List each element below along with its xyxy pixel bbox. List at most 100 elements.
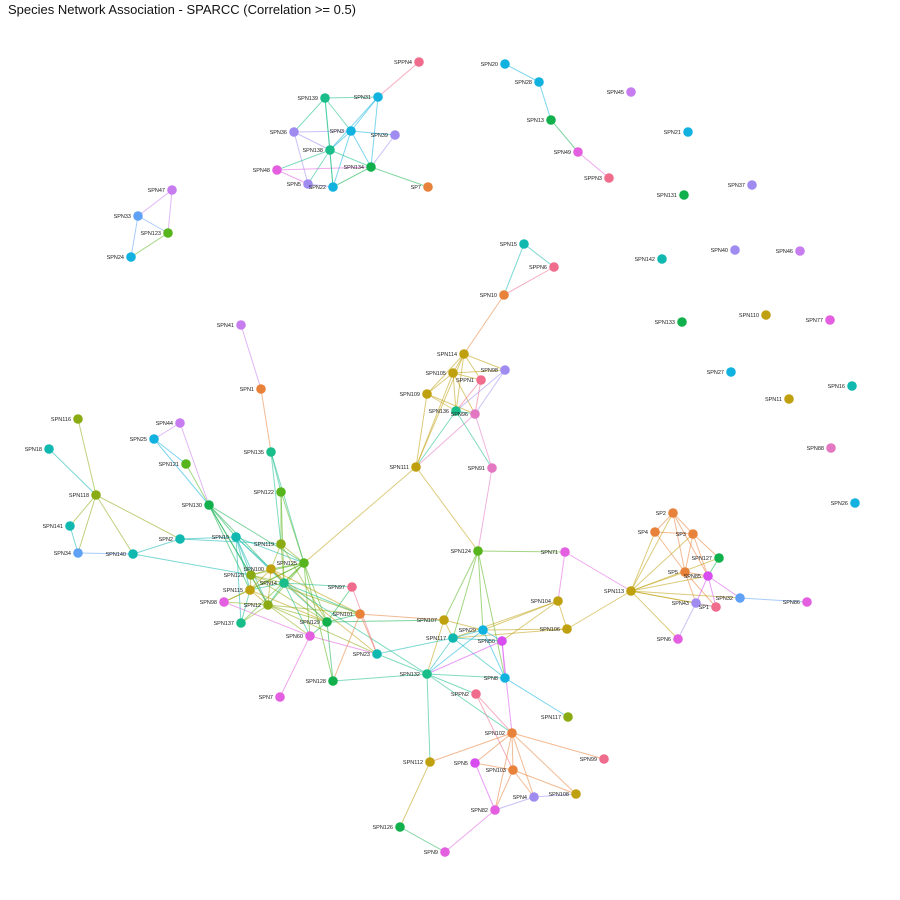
node-SPPN4[interactable] xyxy=(414,57,424,67)
node-SPN134[interactable] xyxy=(366,162,376,172)
node-SPN101[interactable] xyxy=(355,609,365,619)
node-SPN26[interactable] xyxy=(850,498,860,508)
node-SPN113[interactable] xyxy=(626,586,636,596)
node-SP2[interactable] xyxy=(668,508,678,518)
node-SPN77[interactable] xyxy=(825,315,835,325)
node-SP4[interactable] xyxy=(650,527,660,537)
node-SPPN6[interactable] xyxy=(549,262,559,272)
node-SPN41[interactable] xyxy=(236,320,246,330)
node-SPN71[interactable] xyxy=(560,547,570,557)
node-SPN25[interactable] xyxy=(149,434,159,444)
node-SPN122[interactable] xyxy=(276,487,286,497)
node-SPN123[interactable] xyxy=(163,228,173,238)
node-SPN137[interactable] xyxy=(236,618,246,628)
node-SPN5b[interactable] xyxy=(470,758,480,768)
node-SPN114[interactable] xyxy=(459,349,469,359)
node-SPN103[interactable] xyxy=(508,765,518,775)
node-SPN13[interactable] xyxy=(546,115,556,125)
node-SPN10[interactable] xyxy=(499,290,509,300)
node-SPN132[interactable] xyxy=(422,669,432,679)
node-SPN46[interactable] xyxy=(795,246,805,256)
node-SPN8[interactable] xyxy=(500,673,510,683)
node-SPN110[interactable] xyxy=(761,310,771,320)
node-SPN118[interactable] xyxy=(91,490,101,500)
node-SPN125[interactable] xyxy=(299,558,309,568)
node-SPN60[interactable] xyxy=(305,631,315,641)
node-SPN109[interactable] xyxy=(422,389,432,399)
node-SPN111[interactable] xyxy=(411,462,421,472)
node-SPN139[interactable] xyxy=(320,93,330,103)
node-SPN6[interactable] xyxy=(673,634,683,644)
node-SPN142[interactable] xyxy=(657,254,667,264)
node-SPN7[interactable] xyxy=(423,182,433,192)
node-SPN9[interactable] xyxy=(440,847,450,857)
node-SPN86[interactable] xyxy=(802,597,812,607)
node-SPN116[interactable] xyxy=(73,414,83,424)
node-SPN120[interactable] xyxy=(246,570,256,580)
node-SPN133[interactable] xyxy=(677,317,687,327)
node-SPN105[interactable] xyxy=(448,368,458,378)
node-SPN102[interactable] xyxy=(507,728,517,738)
node-SPN39[interactable] xyxy=(390,130,400,140)
node-SPN16[interactable] xyxy=(847,381,857,391)
node-SPN127[interactable] xyxy=(714,553,724,563)
node-SPN117[interactable] xyxy=(448,633,458,643)
node-SPN119[interactable] xyxy=(276,539,286,549)
node-SPN98b[interactable] xyxy=(219,597,229,607)
node-SPN43[interactable] xyxy=(691,598,701,608)
node-SPN20[interactable] xyxy=(500,59,510,69)
node-SPN91[interactable] xyxy=(487,463,497,473)
node-SPN130[interactable] xyxy=(204,500,214,510)
node-SPN22[interactable] xyxy=(328,182,338,192)
node-SPN135[interactable] xyxy=(266,447,276,457)
node-SPN138[interactable] xyxy=(325,145,335,155)
node-SPN82[interactable] xyxy=(490,805,500,815)
node-SPN50[interactable] xyxy=(497,636,507,646)
node-SP5[interactable] xyxy=(680,567,690,577)
node-SPN128[interactable] xyxy=(328,676,338,686)
node-SPN45[interactable] xyxy=(626,87,636,97)
node-SPN96[interactable] xyxy=(470,409,480,419)
node-SPPN3[interactable] xyxy=(604,173,614,183)
node-SPN129[interactable] xyxy=(322,617,332,627)
node-SPN32[interactable] xyxy=(735,593,745,603)
node-SPN141[interactable] xyxy=(65,521,75,531)
node-SPN112[interactable] xyxy=(425,757,435,767)
node-SPN115[interactable] xyxy=(245,585,255,595)
node-SPN100[interactable] xyxy=(266,564,276,574)
node-SPN136[interactable] xyxy=(451,406,461,416)
node-SPN124[interactable] xyxy=(473,546,483,556)
node-SPN15[interactable] xyxy=(519,239,529,249)
node-SPN23[interactable] xyxy=(372,649,382,659)
node-SPN131[interactable] xyxy=(679,190,689,200)
node-SPN3[interactable] xyxy=(346,126,356,136)
node-SPN36[interactable] xyxy=(289,127,299,137)
node-SPN24[interactable] xyxy=(126,252,136,262)
node-SPN99[interactable] xyxy=(599,754,609,764)
node-SPN126[interactable] xyxy=(395,822,405,832)
node-SPN11[interactable] xyxy=(784,394,794,404)
node-SPN29[interactable] xyxy=(478,625,488,635)
node-SPN4[interactable] xyxy=(529,792,539,802)
node-SPPN2[interactable] xyxy=(471,689,481,699)
node-SP3[interactable] xyxy=(688,529,698,539)
node-SPN85[interactable] xyxy=(703,571,713,581)
node-SPN34[interactable] xyxy=(73,548,83,558)
node-SPN28[interactable] xyxy=(534,77,544,87)
node-SPN31[interactable] xyxy=(373,92,383,102)
node-SPN7b[interactable] xyxy=(275,692,285,702)
node-SPN98[interactable] xyxy=(500,365,510,375)
node-SPN121[interactable] xyxy=(181,459,191,469)
node-SPN107[interactable] xyxy=(439,615,449,625)
node-SPN97[interactable] xyxy=(347,582,357,592)
node-SPN37[interactable] xyxy=(747,180,757,190)
node-SP1[interactable] xyxy=(711,602,721,612)
node-SPN47[interactable] xyxy=(167,185,177,195)
node-SPN44[interactable] xyxy=(175,418,185,428)
node-SPN108[interactable] xyxy=(571,789,581,799)
node-SPN14[interactable] xyxy=(279,578,289,588)
node-SPN104[interactable] xyxy=(553,596,563,606)
node-SPN21[interactable] xyxy=(683,127,693,137)
node-SPN88[interactable] xyxy=(826,443,836,453)
